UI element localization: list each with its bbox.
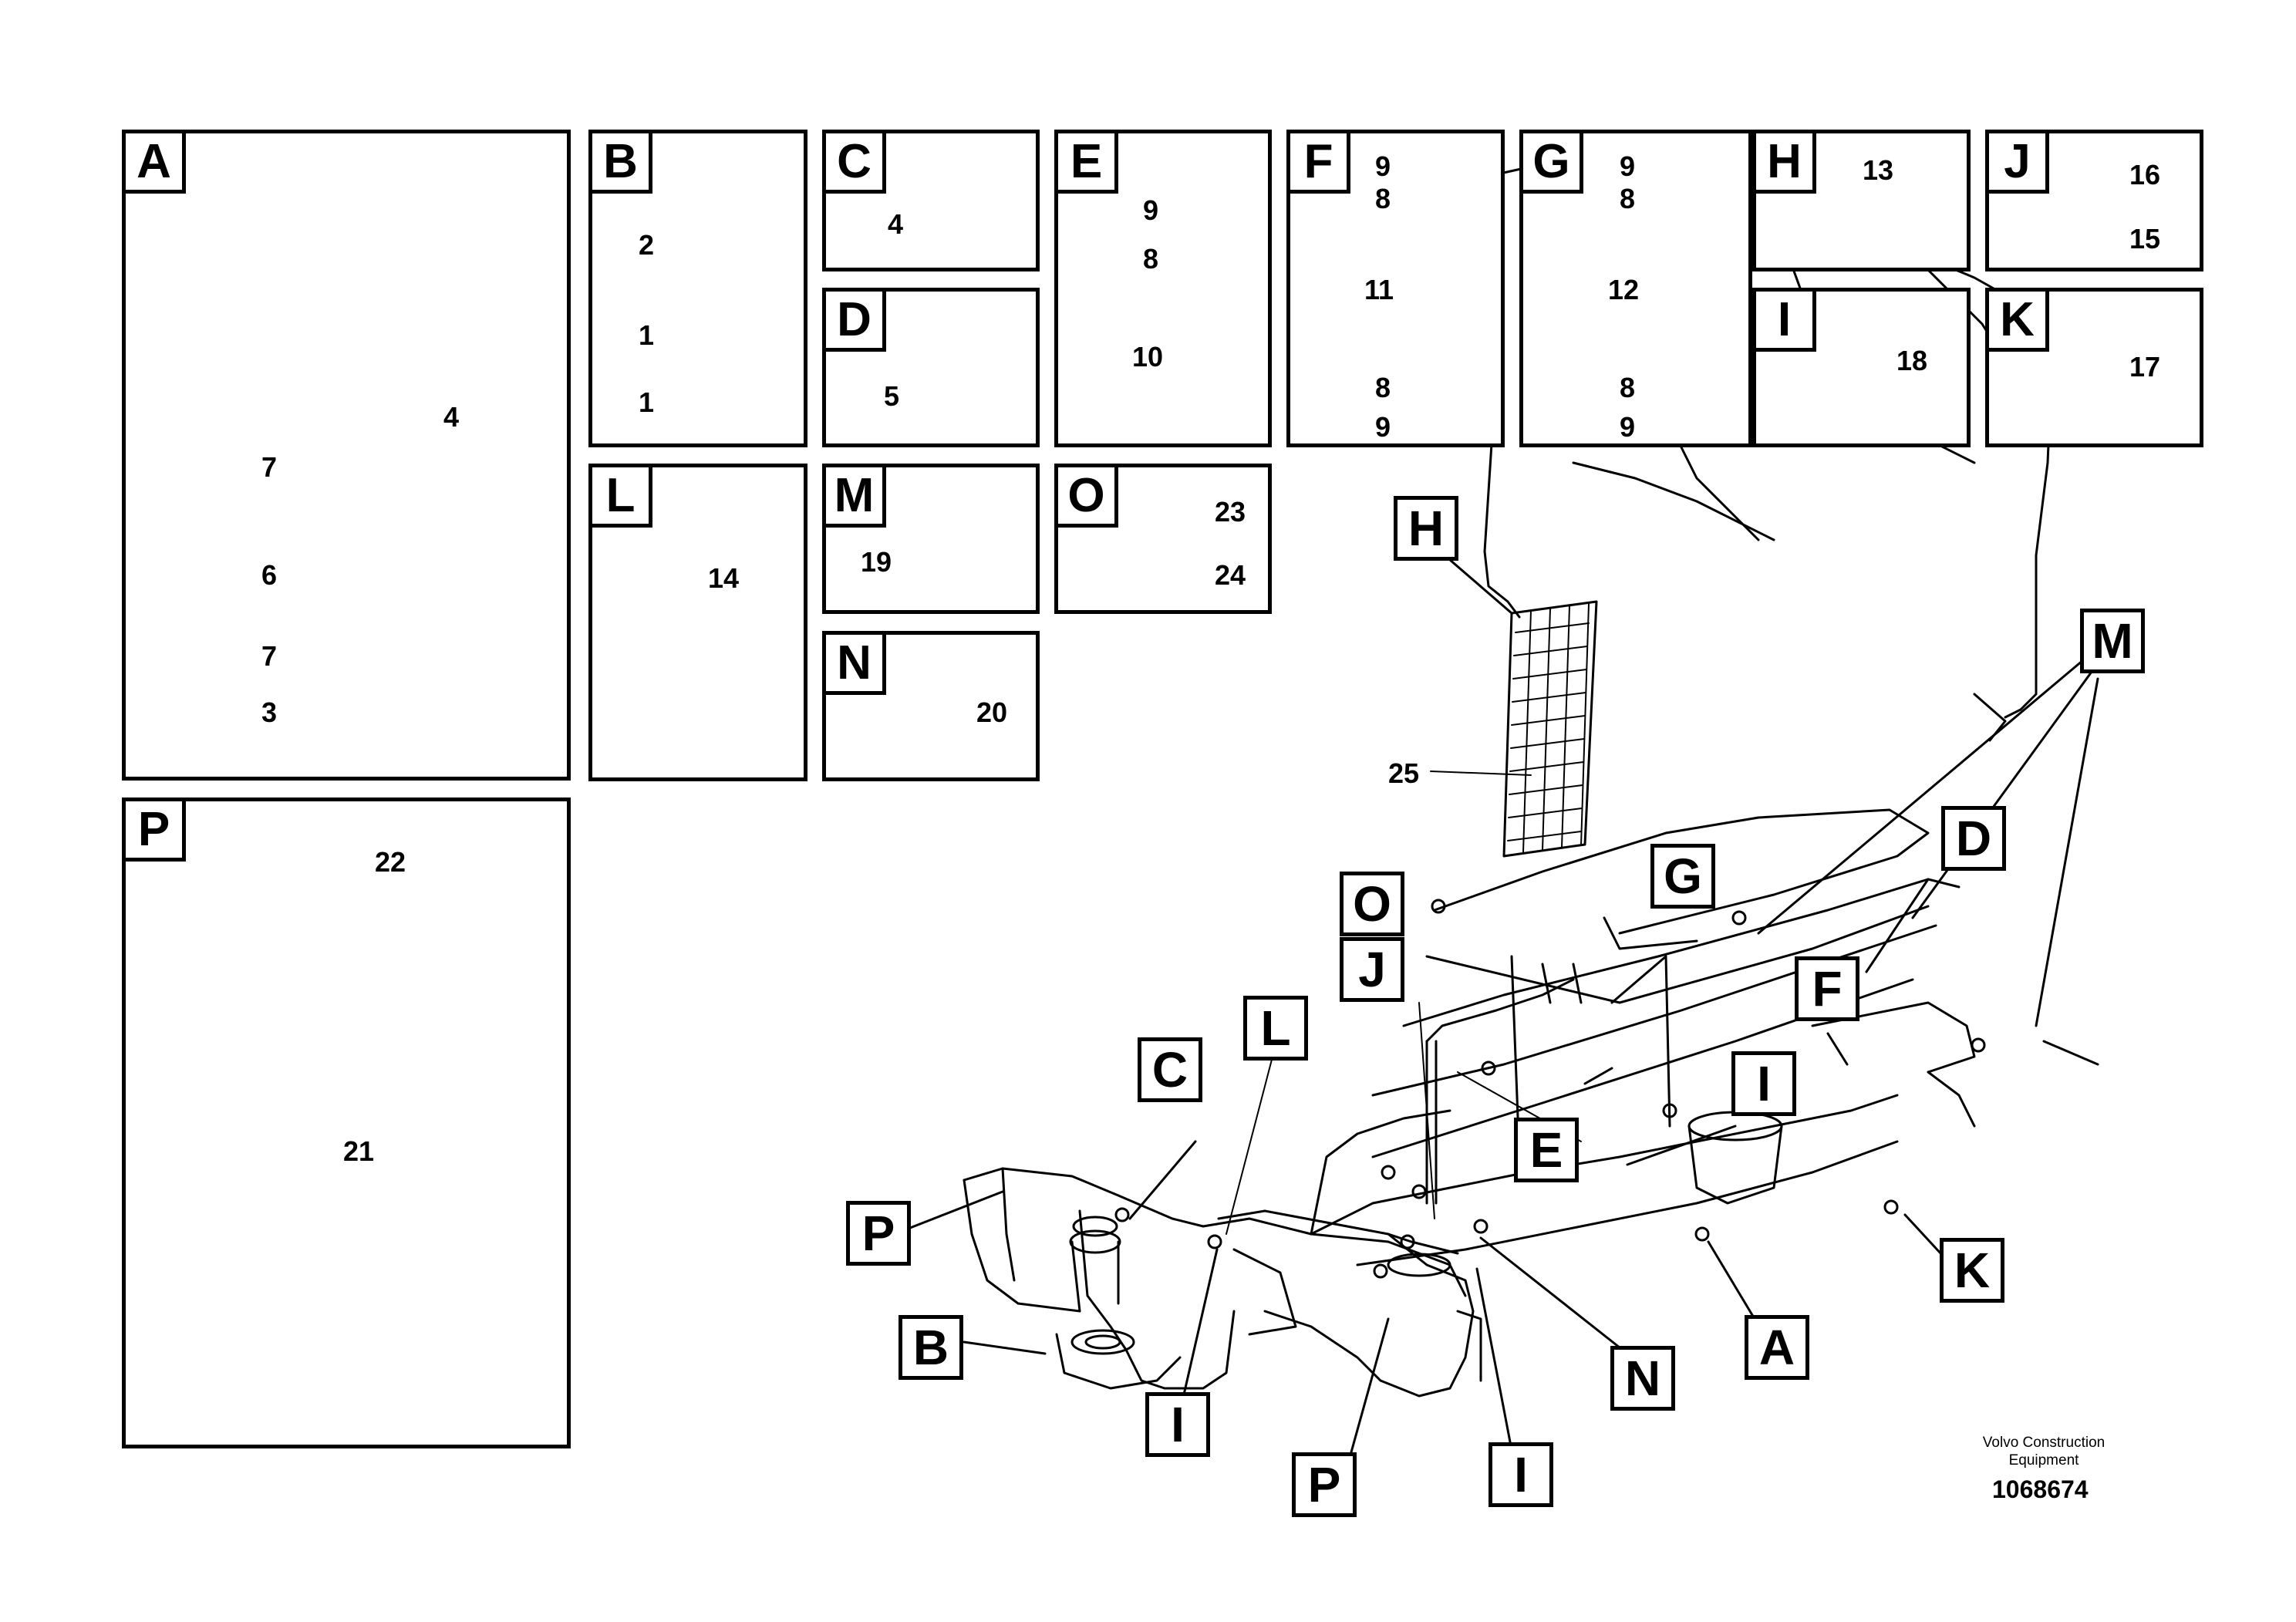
part-number: 6 bbox=[261, 559, 278, 591]
part-number: 8 bbox=[1375, 183, 1391, 214]
part-number: 1 bbox=[639, 386, 655, 418]
part-number-25: 25 bbox=[1388, 757, 1420, 789]
part-number: 24 bbox=[1215, 559, 1246, 591]
panel-j: J 16 15 bbox=[1985, 130, 2203, 271]
panel-i-label: I bbox=[1756, 292, 1816, 352]
panel-c: C 4 bbox=[822, 130, 1040, 271]
panel-c-label: C bbox=[826, 133, 886, 194]
company-name: Volvo Construction Equipment bbox=[1951, 1435, 2136, 1470]
panel-m-label: M bbox=[826, 467, 886, 528]
panel-p: P 22 21 bbox=[122, 798, 571, 1448]
panel-h: H 13 bbox=[1752, 130, 1971, 271]
part-number: 23 bbox=[1215, 496, 1246, 528]
callout-c: C bbox=[1138, 1037, 1202, 1102]
callout-a: A bbox=[1745, 1315, 1809, 1380]
callout-i-lower-left: I bbox=[1145, 1392, 1210, 1457]
part-number: 8 bbox=[1620, 372, 1636, 403]
callout-i-lower-right: I bbox=[1489, 1442, 1553, 1507]
part-number: 12 bbox=[1608, 274, 1640, 305]
panel-d-label: D bbox=[826, 292, 886, 352]
callout-h: H bbox=[1394, 496, 1458, 561]
panel-g-label: G bbox=[1523, 133, 1583, 194]
part-number: 10 bbox=[1132, 341, 1164, 373]
part-number: 19 bbox=[861, 546, 892, 578]
company-line-1: Volvo Construction bbox=[1982, 1435, 2106, 1451]
callout-g: G bbox=[1650, 844, 1715, 909]
panel-j-label: J bbox=[1989, 133, 2049, 194]
part-number: 7 bbox=[261, 640, 278, 672]
callout-f: F bbox=[1795, 956, 1859, 1021]
callout-o: O bbox=[1340, 872, 1404, 936]
panel-h-label: H bbox=[1756, 133, 1816, 194]
callout-p-left: P bbox=[846, 1201, 911, 1266]
company-line-2: Equipment bbox=[2008, 1452, 2079, 1469]
panel-b-label: B bbox=[592, 133, 652, 194]
callout-m: M bbox=[2080, 609, 2145, 673]
panel-p-label: P bbox=[126, 801, 186, 862]
part-number: 14 bbox=[708, 562, 740, 594]
callout-i-upper: I bbox=[1731, 1051, 1796, 1116]
panel-e-label: E bbox=[1058, 133, 1118, 194]
panel-b: B 2 1 1 bbox=[588, 130, 807, 447]
panel-e: E 9 8 10 bbox=[1054, 130, 1272, 447]
callout-e: E bbox=[1514, 1118, 1579, 1182]
panel-a: A 4 7 6 7 3 bbox=[122, 130, 571, 781]
part-number: 13 bbox=[1863, 154, 1894, 186]
panel-d: D 5 bbox=[822, 288, 1040, 447]
part-number: 18 bbox=[1896, 345, 1928, 376]
panel-l-label: L bbox=[592, 467, 652, 528]
part-number: 5 bbox=[884, 380, 900, 412]
document-number: 1068674 bbox=[1992, 1475, 2089, 1503]
part-number: 16 bbox=[2129, 159, 2161, 191]
callout-d: D bbox=[1941, 806, 2006, 871]
panel-o-label: O bbox=[1058, 467, 1118, 528]
part-number: 9 bbox=[1375, 411, 1391, 443]
part-number: 9 bbox=[1620, 150, 1636, 182]
panel-g: G 9 8 12 8 9 bbox=[1519, 130, 1752, 447]
part-number: 1 bbox=[639, 319, 655, 351]
part-number: 11 bbox=[1364, 274, 1394, 305]
panel-k-label: K bbox=[1989, 292, 2049, 352]
part-number: 17 bbox=[2129, 351, 2161, 383]
callout-j: J bbox=[1340, 937, 1404, 1002]
panel-l: L 14 bbox=[588, 464, 807, 781]
part-number: 8 bbox=[1620, 183, 1636, 214]
part-number: 22 bbox=[375, 846, 406, 878]
panel-o: O 23 24 bbox=[1054, 464, 1272, 614]
panel-f: F 9 8 11 8 9 bbox=[1286, 130, 1505, 447]
part-number: 8 bbox=[1375, 372, 1391, 403]
panel-f-label: F bbox=[1290, 133, 1350, 194]
callout-l: L bbox=[1243, 996, 1308, 1061]
part-number: 7 bbox=[261, 451, 278, 483]
part-number: 15 bbox=[2129, 223, 2161, 255]
callout-b: B bbox=[899, 1315, 963, 1380]
panel-k: K 17 bbox=[1985, 288, 2203, 447]
part-number: 4 bbox=[888, 208, 904, 240]
callout-n: N bbox=[1610, 1346, 1675, 1411]
panel-n-label: N bbox=[826, 635, 886, 695]
part-number: 8 bbox=[1143, 243, 1159, 275]
part-number: 21 bbox=[343, 1135, 375, 1167]
panel-m: M 19 bbox=[822, 464, 1040, 614]
panel-i-small: I 18 bbox=[1752, 288, 1971, 447]
leader-lines bbox=[909, 538, 2099, 1459]
callout-k: K bbox=[1940, 1238, 2004, 1303]
callout-p-bottom: P bbox=[1292, 1452, 1357, 1517]
part-number: 20 bbox=[976, 696, 1008, 728]
part-number: 9 bbox=[1620, 411, 1636, 443]
part-number: 2 bbox=[639, 229, 655, 261]
part-number: 4 bbox=[443, 401, 460, 433]
panel-a-label: A bbox=[126, 133, 186, 194]
part-number: 9 bbox=[1375, 150, 1391, 182]
part-number: 9 bbox=[1143, 194, 1159, 226]
part-number: 3 bbox=[261, 696, 278, 728]
panel-n: N 20 bbox=[822, 631, 1040, 781]
